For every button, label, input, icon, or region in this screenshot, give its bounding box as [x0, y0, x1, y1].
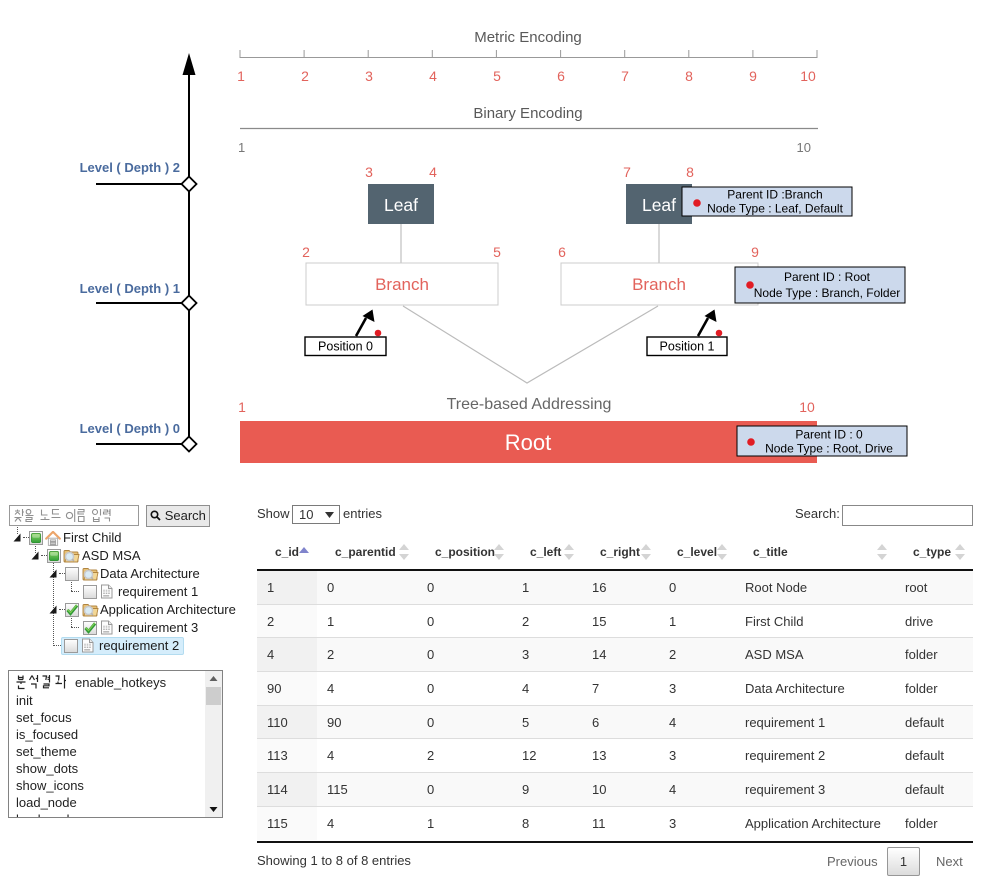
svg-text:10: 10	[799, 399, 815, 415]
svg-text:2: 2	[301, 68, 309, 84]
svg-text:Level ( Depth ) 1: Level ( Depth ) 1	[80, 281, 180, 296]
svg-text:Tree-based Addressing: Tree-based Addressing	[447, 396, 612, 413]
svg-text:7: 7	[623, 164, 631, 180]
svg-text:Position 1: Position 1	[660, 340, 715, 354]
svg-text:Branch: Branch	[375, 275, 429, 294]
svg-text:9: 9	[749, 68, 757, 84]
svg-text:Position 0: Position 0	[318, 340, 373, 354]
svg-text:Node Type : Leaf, Default: Node Type : Leaf, Default	[707, 202, 844, 216]
svg-text:Branch: Branch	[632, 275, 686, 294]
svg-text:Parent ID : 0: Parent ID : 0	[795, 428, 863, 442]
svg-text:2: 2	[302, 244, 310, 260]
svg-text:10: 10	[797, 140, 811, 155]
svg-text:3: 3	[365, 164, 373, 180]
svg-text:Leaf: Leaf	[384, 195, 418, 215]
svg-text:Level ( Depth ) 0: Level ( Depth ) 0	[80, 421, 180, 436]
svg-text:4: 4	[429, 164, 437, 180]
svg-text:6: 6	[558, 244, 566, 260]
svg-text:7: 7	[621, 68, 629, 84]
svg-text:Parent ID :Branch: Parent ID :Branch	[727, 188, 822, 202]
svg-text:3: 3	[365, 68, 373, 84]
svg-text:4: 4	[429, 68, 437, 84]
svg-text:5: 5	[493, 68, 501, 84]
svg-text:Parent ID : Root: Parent ID : Root	[784, 270, 871, 284]
svg-text:8: 8	[685, 68, 693, 84]
svg-text:Root: Root	[505, 430, 551, 455]
svg-text:Level ( Depth ) 2: Level ( Depth ) 2	[80, 160, 180, 175]
svg-text:1: 1	[238, 140, 245, 155]
svg-text:9: 9	[751, 244, 759, 260]
svg-text:Binary Encoding: Binary Encoding	[473, 105, 582, 122]
svg-text:10: 10	[800, 68, 816, 84]
svg-text:Node Type : Branch, Folder: Node Type : Branch, Folder	[754, 286, 901, 300]
svg-text:Node Type : Root, Drive: Node Type : Root, Drive	[765, 442, 893, 456]
svg-text:Leaf: Leaf	[642, 195, 676, 215]
svg-text:8: 8	[686, 164, 694, 180]
svg-text:6: 6	[557, 68, 565, 84]
svg-text:5: 5	[493, 244, 501, 260]
svg-text:Metric Encoding: Metric Encoding	[474, 29, 582, 46]
svg-text:1: 1	[237, 68, 245, 84]
svg-text:1: 1	[238, 399, 246, 415]
